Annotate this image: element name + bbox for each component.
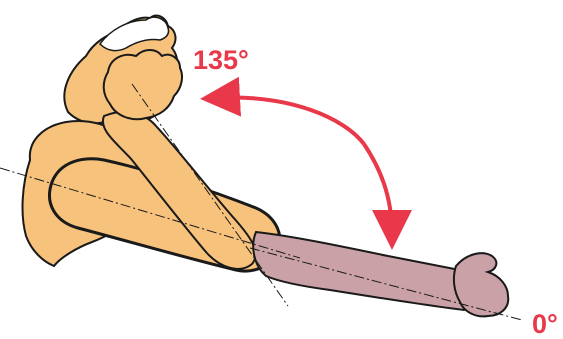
extension-angle-label: 0° xyxy=(532,311,558,338)
motion-arrow-lower xyxy=(364,144,392,234)
motion-arrow xyxy=(216,98,364,144)
hand-flexed xyxy=(104,50,182,119)
flexion-angle-label: 135° xyxy=(193,47,249,74)
hand-extended xyxy=(454,253,508,316)
